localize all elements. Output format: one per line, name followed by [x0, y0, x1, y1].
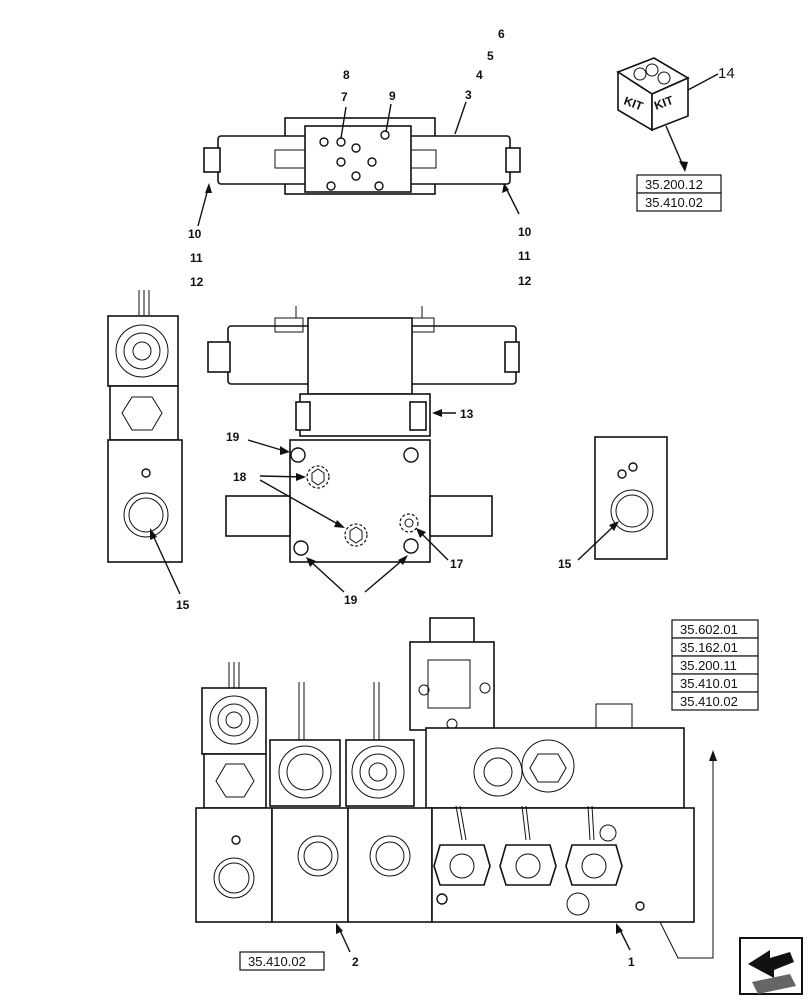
- label-19-top: 19: [226, 430, 240, 444]
- left-side-valve: [107, 290, 183, 595]
- label-11-right: 11: [518, 249, 531, 263]
- ref-35-410-02-assembly: 35.410.02: [680, 694, 738, 709]
- label-9: 9: [389, 89, 396, 103]
- ref-35-410-01: 35.410.01: [680, 676, 738, 691]
- label-12-left: 12: [190, 275, 204, 289]
- label-8: 8: [343, 68, 350, 82]
- label-18: 18: [233, 470, 247, 484]
- assembly-ref-group: 35.602.01 35.162.01 35.200.11 35.410.01 …: [671, 619, 759, 711]
- label-5: 5: [487, 49, 494, 63]
- ref-35-410-02-kit: 35.410.02: [645, 195, 703, 210]
- label-10-right: 10: [518, 225, 532, 239]
- label-19-bottom: 19: [344, 593, 358, 607]
- ref-35-410-02-bottom: 35.410.02: [248, 954, 306, 969]
- label-6: 6: [498, 27, 505, 41]
- label-17: 17: [450, 557, 464, 571]
- right-side-plate: [577, 436, 668, 561]
- coil-3: [565, 805, 623, 886]
- kit-ref-group: 35.200.12 35.410.02: [636, 174, 722, 212]
- ref-35-200-12: 35.200.12: [645, 177, 703, 192]
- ref-35-602-01: 35.602.01: [680, 622, 738, 637]
- label-1: 1: [628, 955, 635, 969]
- label-7: 7: [341, 90, 348, 104]
- coil-2: [499, 805, 557, 886]
- label-4: 4: [476, 68, 483, 82]
- bottom-ref: 35.410.02: [239, 951, 325, 971]
- arrow-icon: [748, 950, 796, 994]
- ref-35-200-11: 35.200.11: [680, 658, 737, 673]
- label-3: 3: [465, 88, 472, 102]
- kit-label-left: KIT: [622, 94, 646, 114]
- ref-35-162-01: 35.162.01: [680, 640, 738, 655]
- label-13: 13: [460, 407, 474, 421]
- label-12-right: 12: [518, 274, 532, 288]
- top-solenoid-valve: [197, 101, 521, 227]
- kit-box: KIT KIT: [616, 57, 719, 172]
- label-14: 14: [718, 65, 735, 82]
- label-15-right: 15: [558, 557, 572, 571]
- label-15-left: 15: [176, 598, 190, 612]
- coil-1: [433, 805, 491, 886]
- bottom-main-assembly: [195, 617, 717, 959]
- kit-label-right: KIT: [652, 93, 676, 113]
- label-10-left: 10: [188, 227, 202, 241]
- label-11-left: 11: [190, 251, 203, 265]
- nav-arrow-button[interactable]: [739, 937, 803, 995]
- label-2: 2: [352, 955, 359, 969]
- center-valve-assembly: [207, 306, 520, 593]
